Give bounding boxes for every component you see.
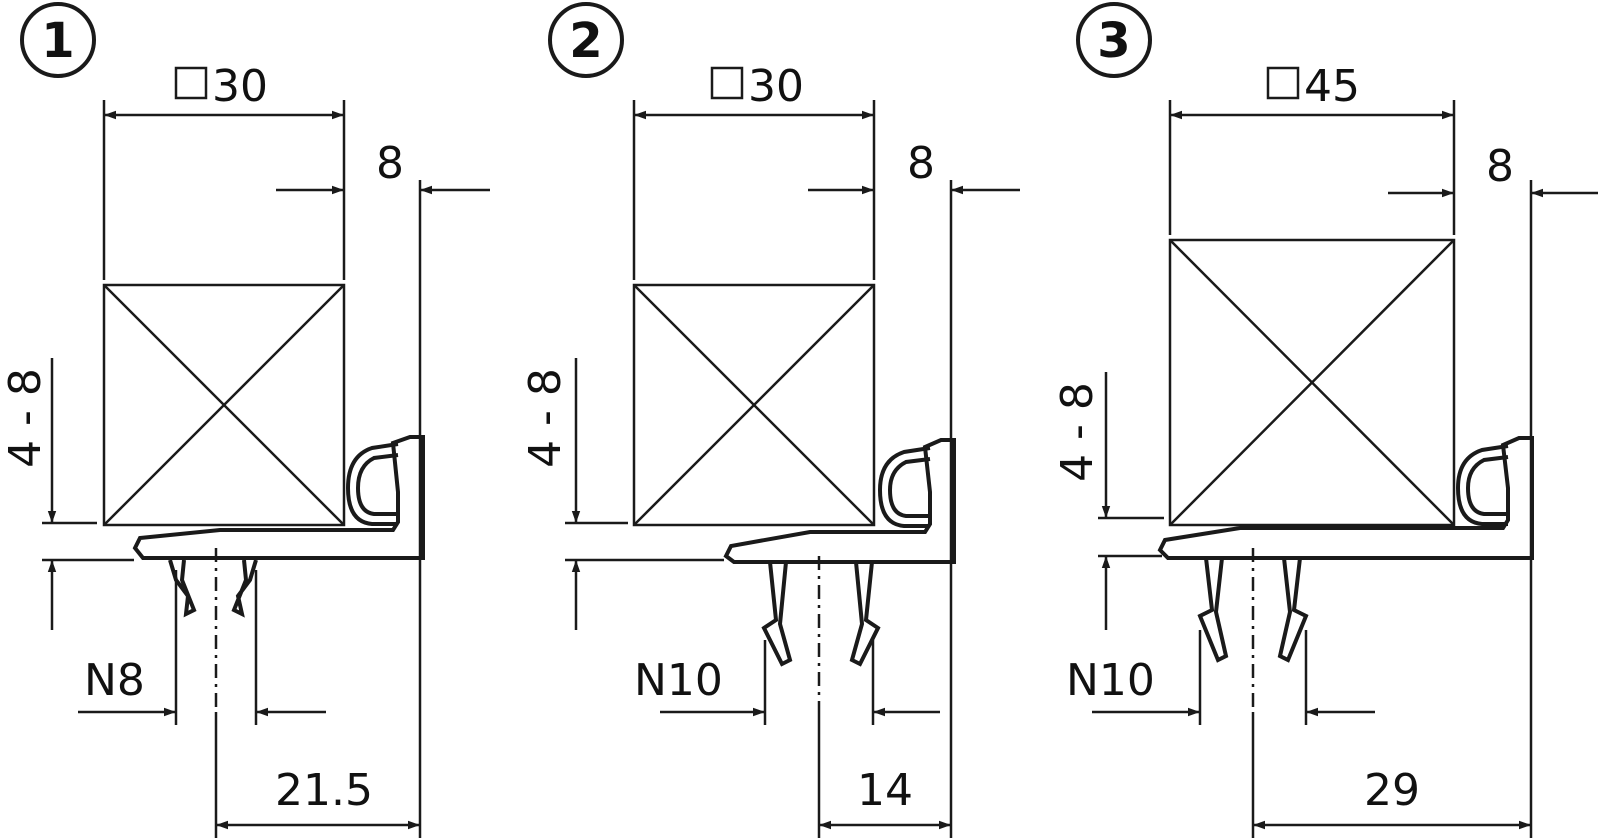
variant-2-number: 2 [569,13,602,69]
variant-2-tube [632,283,876,527]
variant-2-offset-dimension: 8 [808,138,1020,838]
variant-1-tube-size: 30 [212,61,268,112]
variant-3-profile [1157,436,1534,663]
variant-2-clamp-range: 4 - 8 [520,368,571,468]
variant-2-tube-width-dimension: 30 [632,61,876,280]
variant-1-slot-dimension: N8 [78,548,326,725]
variant-2-offset: 8 [907,138,935,189]
variant-1-offset: 8 [376,138,404,189]
variant-2-slot: N10 [634,655,723,706]
variant-1-clamp-range: 4 - 8 [0,368,51,468]
variant-2-center-distance: 14 [857,765,913,816]
variant-2-number-badge: 2 [548,2,624,78]
variant-3-number-badge: 3 [1076,2,1152,78]
variant-1-offset-dimension: 8 [276,138,490,838]
variant-2-center-dimension: 14 [817,712,951,838]
variant-3-tube [1168,238,1456,527]
variant-1-number-badge: 1 [20,2,96,78]
variant-3-center-distance: 29 [1364,765,1420,816]
variant-2-profile [723,438,956,667]
variant-1: 1 30 8 4 - 8 [0,2,490,838]
variant-3-slot-dimension: N10 [1066,548,1375,725]
variant-1-number: 1 [41,13,74,69]
variant-3-center-dimension: 29 [1251,712,1531,838]
square-symbol-icon [710,66,744,100]
variant-2: 2 30 8 4 - 8 [520,2,1020,838]
variant-1-slot: N8 [84,655,145,706]
variant-3-clamp-range: 4 - 8 [1052,382,1103,482]
variant-3-slot: N10 [1066,655,1155,706]
variant-1-tube [102,283,346,527]
variant-1-profile [132,435,425,618]
variant-3-tube-width-dimension: 45 [1168,61,1456,235]
variant-1-tube-width-dimension: 30 [102,61,346,280]
variant-3-offset: 8 [1486,141,1514,192]
variant-3-number: 3 [1097,13,1130,69]
variant-1-center-dimension: 21.5 [214,712,420,838]
variant-3: 3 45 8 4 - 8 [1052,2,1598,838]
variant-3-clamp-dimension: 4 - 8 [1052,372,1164,630]
variant-1-center-distance: 21.5 [275,765,373,816]
variant-3-tube-size: 45 [1304,61,1360,112]
variant-2-slot-dimension: N10 [634,556,940,725]
variant-2-tube-size: 30 [748,61,804,112]
square-symbol-icon [1266,66,1300,100]
variant-1-clamp-dimension: 4 - 8 [0,358,134,630]
square-symbol-icon [174,66,208,100]
variant-2-clamp-dimension: 4 - 8 [520,358,724,630]
